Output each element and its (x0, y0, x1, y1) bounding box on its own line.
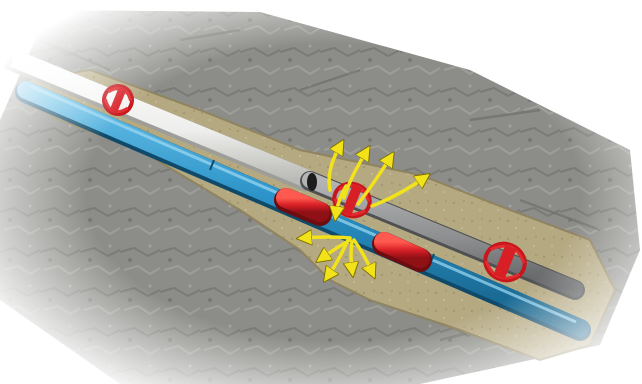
wellbore-svg (0, 0, 642, 384)
wellbore-illustration (0, 0, 642, 384)
vignette-overlay (0, 0, 642, 384)
